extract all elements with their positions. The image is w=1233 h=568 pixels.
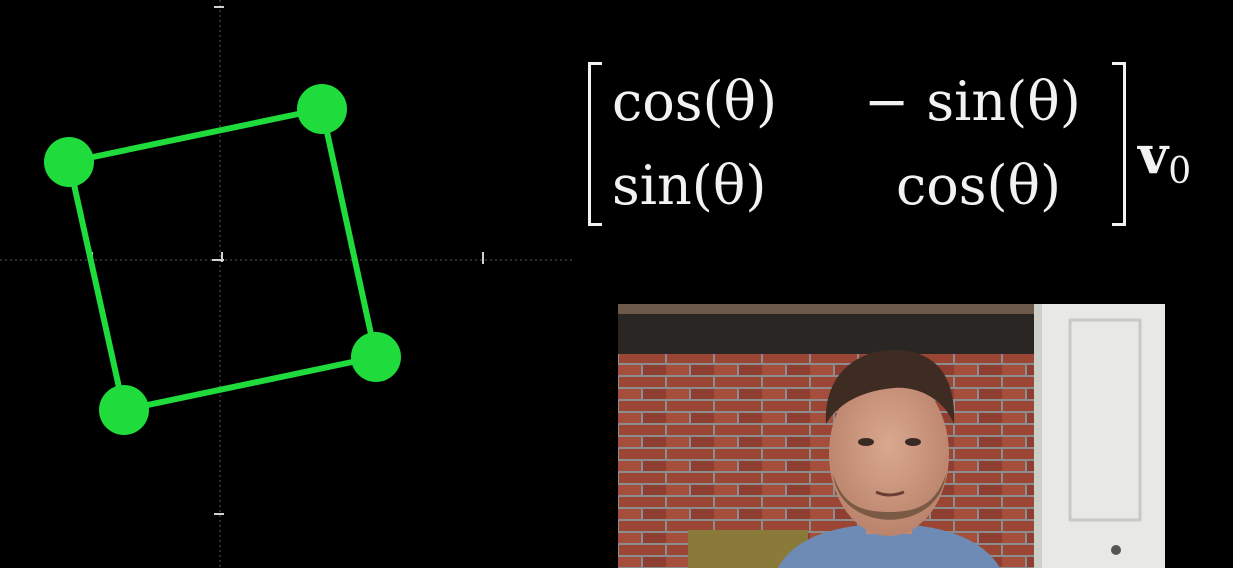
face: [829, 372, 949, 536]
vertex-top-right[interactable]: [297, 84, 347, 134]
webcam-inset: [618, 304, 1165, 568]
vertex-bottom-left[interactable]: [99, 385, 149, 435]
mouth: [875, 490, 905, 497]
matrix-cell-r1c2: − sin(θ): [864, 70, 1081, 133]
matrix-cell-r2c1: sin(θ): [612, 154, 767, 217]
left-bracket: [588, 62, 602, 226]
webcam-scene: [618, 304, 1165, 568]
matrix-cell-r1c1: cos(θ): [612, 70, 778, 133]
door-panel: [1068, 318, 1142, 522]
shirt: [778, 524, 1000, 568]
door: [1038, 304, 1165, 568]
vector-label: v0: [1138, 126, 1191, 202]
vector-subscript: 0: [1168, 151, 1192, 192]
hair: [825, 349, 955, 424]
door-frame: [1034, 304, 1042, 568]
rotation-matrix-expression: cos(θ) − sin(θ) sin(θ) cos(θ) v0: [588, 58, 1233, 230]
vector-symbol: v: [1138, 125, 1169, 186]
matrix-cell-r2c2: cos(θ): [896, 154, 1062, 217]
right-bracket: [1112, 62, 1126, 226]
vertex-bottom-right[interactable]: [351, 332, 401, 382]
mantel: [618, 314, 1046, 354]
door-knob: [1111, 545, 1121, 555]
beard: [833, 474, 946, 520]
presenter: [778, 349, 1000, 568]
vertex-top-left[interactable]: [44, 137, 94, 187]
right-eye: [905, 438, 921, 446]
left-eye: [858, 438, 874, 446]
